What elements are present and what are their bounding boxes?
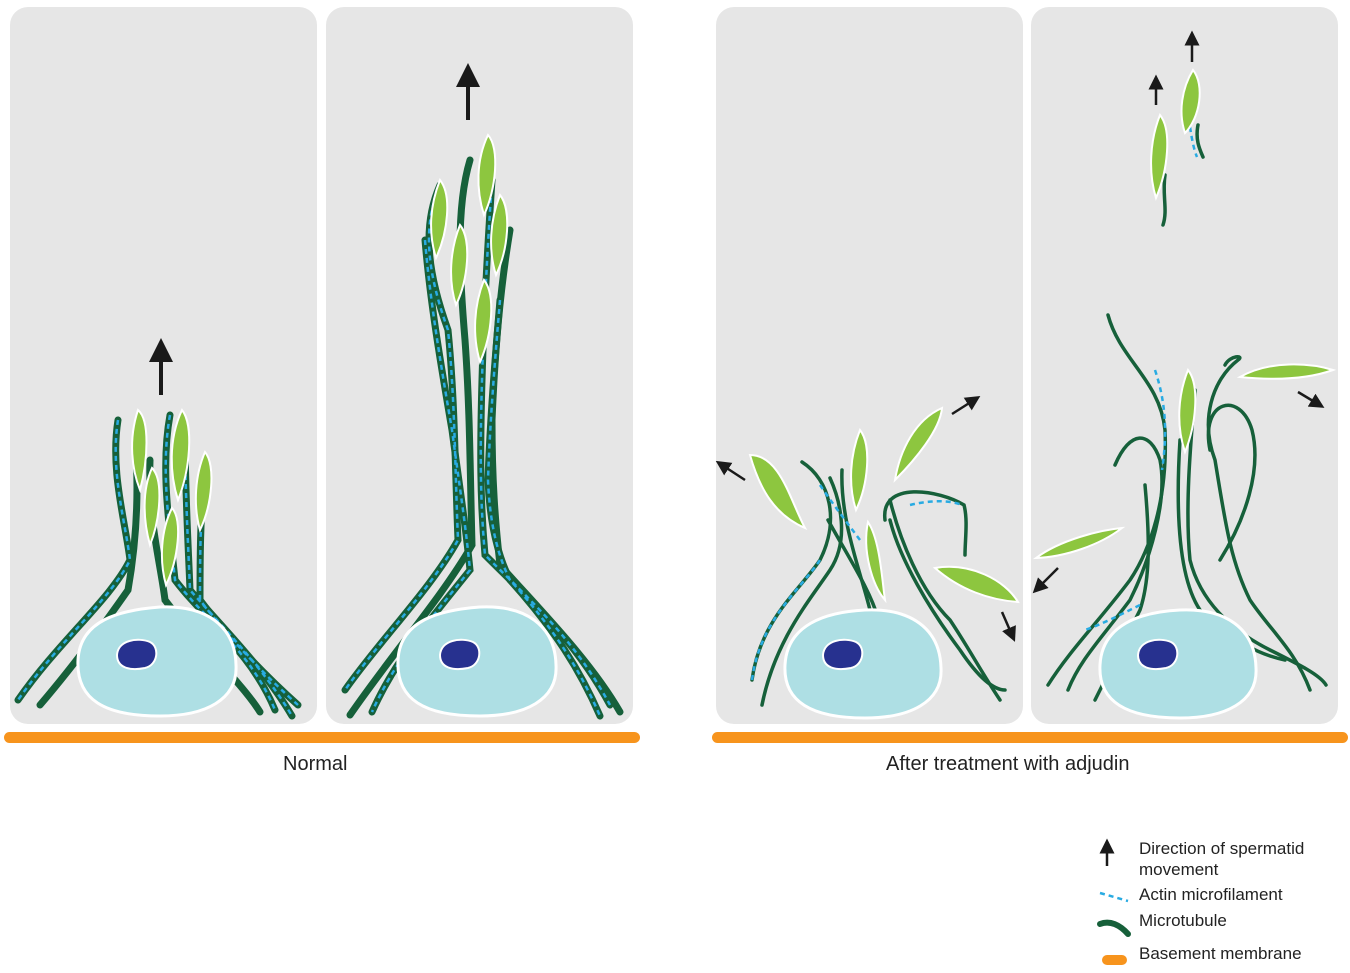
legend-label: Basement membrane <box>1139 943 1339 964</box>
sertoli-nucleus <box>785 610 941 718</box>
legend-label: Microtubule <box>1139 910 1339 931</box>
legend-item-microtubule: Microtubule <box>1100 910 1345 943</box>
legend-item-actin: Actin microfilament <box>1100 884 1345 910</box>
sertoli-nucleus <box>78 607 236 716</box>
legend-item-arrow: Direction of spermatid movement <box>1100 838 1345 884</box>
legend-label: Actin microfilament <box>1139 884 1339 905</box>
basement-membrane-adjudin <box>712 732 1348 743</box>
legend-label: Direction of spermatid movement <box>1139 838 1339 880</box>
sertoli-nucleus <box>398 607 556 716</box>
normal-panel-1 <box>10 7 317 724</box>
legend-item-membrane: Basement membrane <box>1100 943 1345 965</box>
basement-membrane-normal <box>4 732 640 743</box>
sertoli-nucleus <box>1100 610 1256 718</box>
adjudin-caption: After treatment with adjudin <box>886 753 1129 776</box>
normal-panel-2 <box>326 7 633 724</box>
adjudin-panel-2 <box>1031 7 1338 724</box>
normal-caption: Normal <box>283 753 347 776</box>
legend: Direction of spermatid movement Actin mi… <box>1100 838 1345 965</box>
adjudin-panel-1 <box>716 7 1023 724</box>
